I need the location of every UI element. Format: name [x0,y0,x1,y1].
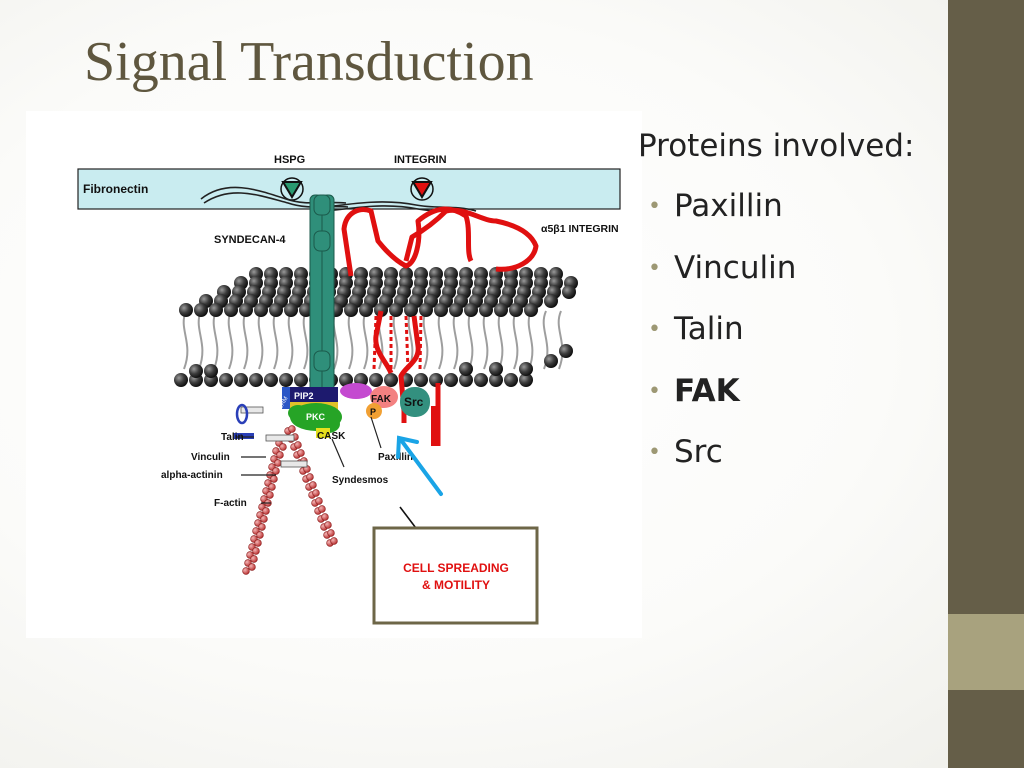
f-actin-label: F-actin [214,498,247,509]
alpha-actinin-label: alpha-actinin [161,470,223,481]
p-label: P [370,407,376,417]
list-item-label: Vinculin [674,249,797,286]
outcome-box [372,526,539,625]
integrin-marker [411,181,433,199]
list-item-label: FAK [674,372,740,409]
syndecan-4-core [309,194,335,396]
list-item: • Talin [648,311,796,373]
paxillin-label: Paxillin [378,452,413,463]
proteins-heading: Proteins involved: [638,128,915,164]
sidebar-accent-block [948,614,1024,690]
pkc-label: PKC [306,412,326,422]
talin-label: Talin [221,432,244,443]
fak-label: FAK [371,394,392,405]
signal-transduction-diagram: Fibronectin HSPG INTEGRIN SYNDECAN-4 α5β… [26,111,642,638]
hspg-marker [281,181,303,199]
list-item: • Src [648,434,796,496]
outcome-line-1: CELL SPREADING [403,561,509,575]
bullet-icon: • [648,194,661,219]
highlight-arrow [396,435,443,496]
syndecan-label: SYNDECAN-4 [214,234,286,246]
integrin-label: INTEGRIN [394,154,447,166]
vinculin-label: Vinculin [191,452,230,463]
protein-list: • Paxillin • Vinculin • Talin • FAK • Src [648,188,796,496]
diagram-svg: Fibronectin HSPG INTEGRIN SYNDECAN-4 α5β… [77,154,621,625]
focal-adhesion-complex [282,383,436,446]
membrane-outer-leaflet [179,267,578,317]
list-item: • FAK [648,373,796,435]
fibronectin-label: Fibronectin [83,182,148,196]
fibronectin-bar [77,168,621,210]
bullet-icon: • [648,255,661,281]
list-item-label: Paxillin [674,188,783,224]
integrin-chains [341,206,539,446]
bullet-icon: • [648,317,661,342]
label-pointer-lines [236,416,382,504]
list-item: • Vinculin [648,250,796,312]
hspg-label: HSPG [274,154,305,166]
bullet-icon: • [648,440,661,465]
src-label: Src [404,395,424,409]
bullet-icon: • [648,378,661,404]
list-item: • Paxillin [648,188,796,250]
f-actin-filaments [242,425,338,575]
list-item-label: Talin [674,311,744,347]
erm-label: ERM [278,396,290,411]
outcome-line-2: & MOTILITY [422,578,490,592]
talin-vinculin-linkers [234,403,308,468]
list-item-label: Src [674,434,723,470]
syndesmos-label: Syndesmos [332,475,389,486]
integrin-transmembrane [372,315,423,370]
cask-label: CASK [317,431,346,442]
pip2-label: PIP2 [294,391,314,401]
a5b1-integrin-label: α5β1 INTEGRIN [541,223,619,235]
slide-title: Signal Transduction [84,31,534,93]
